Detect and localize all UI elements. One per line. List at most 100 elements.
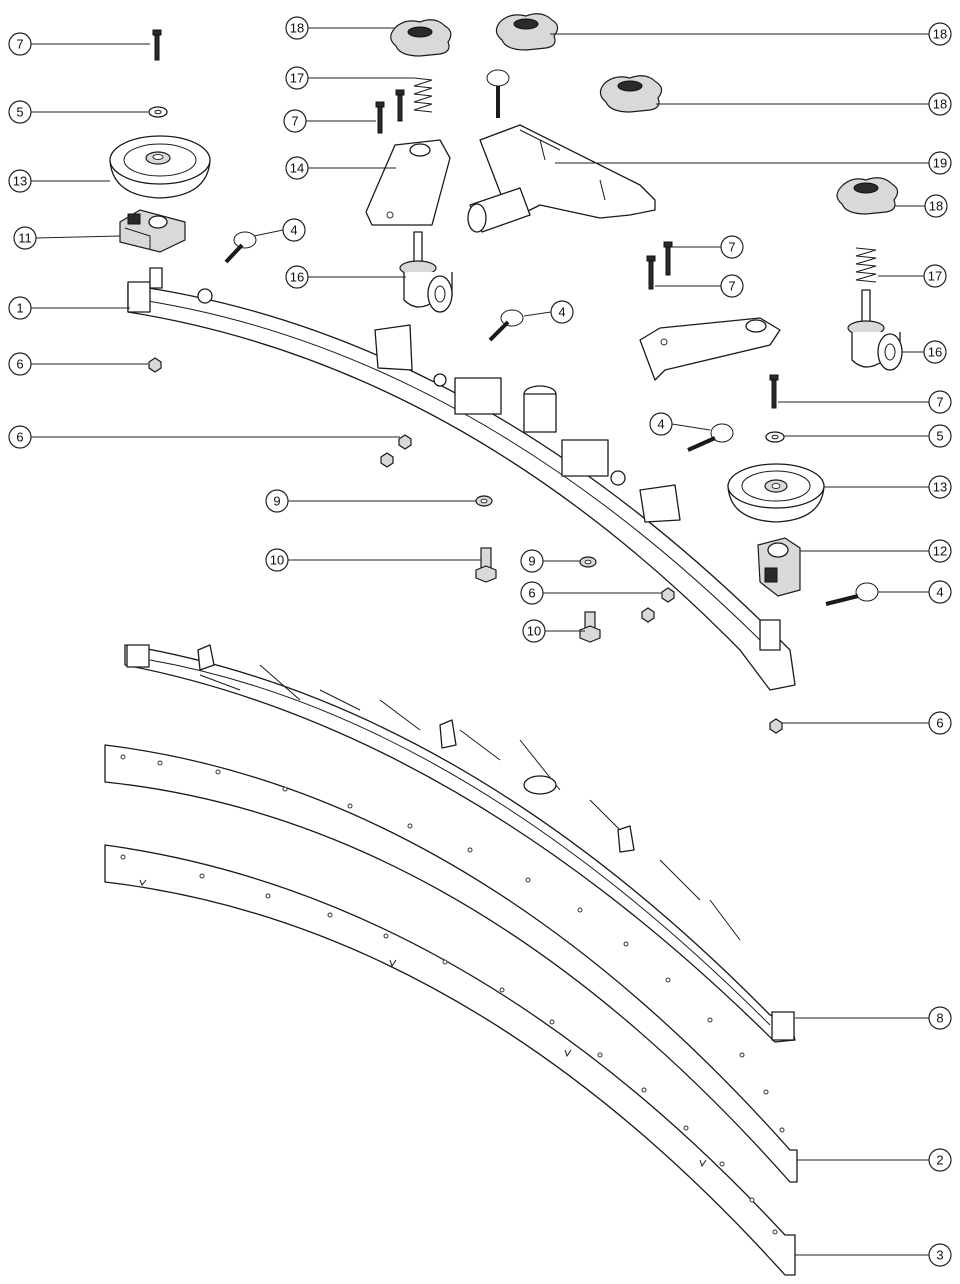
svg-text:5: 5 xyxy=(936,429,943,444)
callout-13: 13 xyxy=(928,475,952,499)
svg-text:2: 2 xyxy=(936,1153,943,1168)
svg-text:16: 16 xyxy=(928,345,942,360)
callout-1: 1 xyxy=(8,296,32,320)
callout-6: 6 xyxy=(520,581,544,605)
svg-text:8: 8 xyxy=(936,1011,943,1026)
svg-text:17: 17 xyxy=(290,71,304,86)
pin-part xyxy=(488,309,524,342)
svg-text:19: 19 xyxy=(933,156,947,171)
svg-text:4: 4 xyxy=(290,223,297,238)
svg-text:14: 14 xyxy=(290,161,304,176)
washer-part xyxy=(148,106,168,118)
callout-7: 7 xyxy=(283,109,307,133)
bolt-part xyxy=(475,547,601,643)
callout-4: 4 xyxy=(282,218,306,242)
svg-text:6: 6 xyxy=(16,357,23,372)
screw-part xyxy=(152,29,162,61)
screw-part xyxy=(375,89,405,134)
caster-wheel-part xyxy=(399,231,453,313)
svg-text:4: 4 xyxy=(558,305,565,320)
lattice-frame-part xyxy=(124,644,796,1043)
callout-4: 4 xyxy=(649,412,673,436)
svg-text:18: 18 xyxy=(929,199,943,214)
svg-text:4: 4 xyxy=(936,585,943,600)
svg-text:1: 1 xyxy=(16,301,23,316)
callout-18: 18 xyxy=(924,194,948,218)
callout-6: 6 xyxy=(8,425,32,449)
callout-3: 3 xyxy=(928,1243,952,1267)
callout-13: 13 xyxy=(8,169,32,193)
wheel-bracket-part xyxy=(119,209,186,253)
svg-text:13: 13 xyxy=(933,480,947,495)
star-knob-part xyxy=(836,177,899,215)
spring-part xyxy=(413,77,433,113)
svg-text:17: 17 xyxy=(928,269,942,284)
washer-part xyxy=(765,431,785,443)
callout-8: 8 xyxy=(928,1006,952,1030)
callout-16: 16 xyxy=(923,340,947,364)
handle-bracket-part xyxy=(467,124,656,233)
svg-text:11: 11 xyxy=(18,231,32,246)
svg-text:7: 7 xyxy=(16,37,23,52)
pin-part xyxy=(825,582,879,606)
lock-washer-part xyxy=(475,495,597,568)
svg-text:7: 7 xyxy=(291,114,298,129)
svg-text:7: 7 xyxy=(728,240,735,255)
svg-text:12: 12 xyxy=(933,544,947,559)
svg-text:18: 18 xyxy=(933,97,947,112)
svg-text:5: 5 xyxy=(16,105,23,120)
callout-18: 18 xyxy=(928,22,952,46)
callout-4: 4 xyxy=(550,300,574,324)
svg-text:18: 18 xyxy=(290,21,304,36)
mount-plate-part xyxy=(639,317,781,381)
callout-5: 5 xyxy=(8,100,32,124)
callout-10: 10 xyxy=(522,619,546,643)
callout-12: 12 xyxy=(928,539,952,563)
callout-17: 17 xyxy=(285,66,309,90)
svg-text:18: 18 xyxy=(933,27,947,42)
svg-text:6: 6 xyxy=(936,716,943,731)
svg-text:6: 6 xyxy=(528,586,535,601)
wheel-part xyxy=(109,135,211,199)
pin-part xyxy=(224,231,257,264)
caster-wheel-part xyxy=(847,289,903,371)
callout-11: 11 xyxy=(13,226,37,250)
svg-text:16: 16 xyxy=(290,270,304,285)
svg-text:3: 3 xyxy=(936,1248,943,1263)
svg-text:10: 10 xyxy=(270,553,284,568)
wheel-bracket-part xyxy=(757,537,801,597)
callout-5: 5 xyxy=(928,424,952,448)
nut-part xyxy=(148,357,783,734)
callout-7: 7 xyxy=(720,274,744,298)
callout-14: 14 xyxy=(285,156,309,180)
callout-9: 9 xyxy=(520,549,544,573)
callout-9: 9 xyxy=(265,489,289,513)
callout-17: 17 xyxy=(923,264,947,288)
svg-text:7: 7 xyxy=(728,279,735,294)
callout-2: 2 xyxy=(928,1148,952,1172)
spring-part xyxy=(855,247,877,283)
svg-text:7: 7 xyxy=(936,395,943,410)
mount-plate-part xyxy=(365,139,451,226)
star-knob-part xyxy=(495,13,559,51)
svg-text:4: 4 xyxy=(657,417,664,432)
leader-lines xyxy=(31,27,929,1256)
star-knob-part xyxy=(390,19,452,57)
callout-16: 16 xyxy=(285,265,309,289)
callout-19: 19 xyxy=(928,151,952,175)
pin-part xyxy=(687,423,734,452)
callout-4: 4 xyxy=(928,580,952,604)
main-squeegee-frame-part xyxy=(127,267,796,691)
svg-text:9: 9 xyxy=(528,554,535,569)
callout-labels: 7 5 13 11 1 6 6 18 17 7 14 4 16 18 18 19… xyxy=(8,16,952,1267)
screw-part xyxy=(646,241,673,290)
ring-pin-part xyxy=(486,69,510,118)
star-knob-part xyxy=(599,75,663,113)
callout-18: 18 xyxy=(285,16,309,40)
parts-drawing xyxy=(104,13,903,1276)
front-squeegee-blade-part xyxy=(104,744,798,1183)
callout-10: 10 xyxy=(265,548,289,572)
rear-squeegee-blade-part xyxy=(104,844,796,1276)
callout-6: 6 xyxy=(8,352,32,376)
